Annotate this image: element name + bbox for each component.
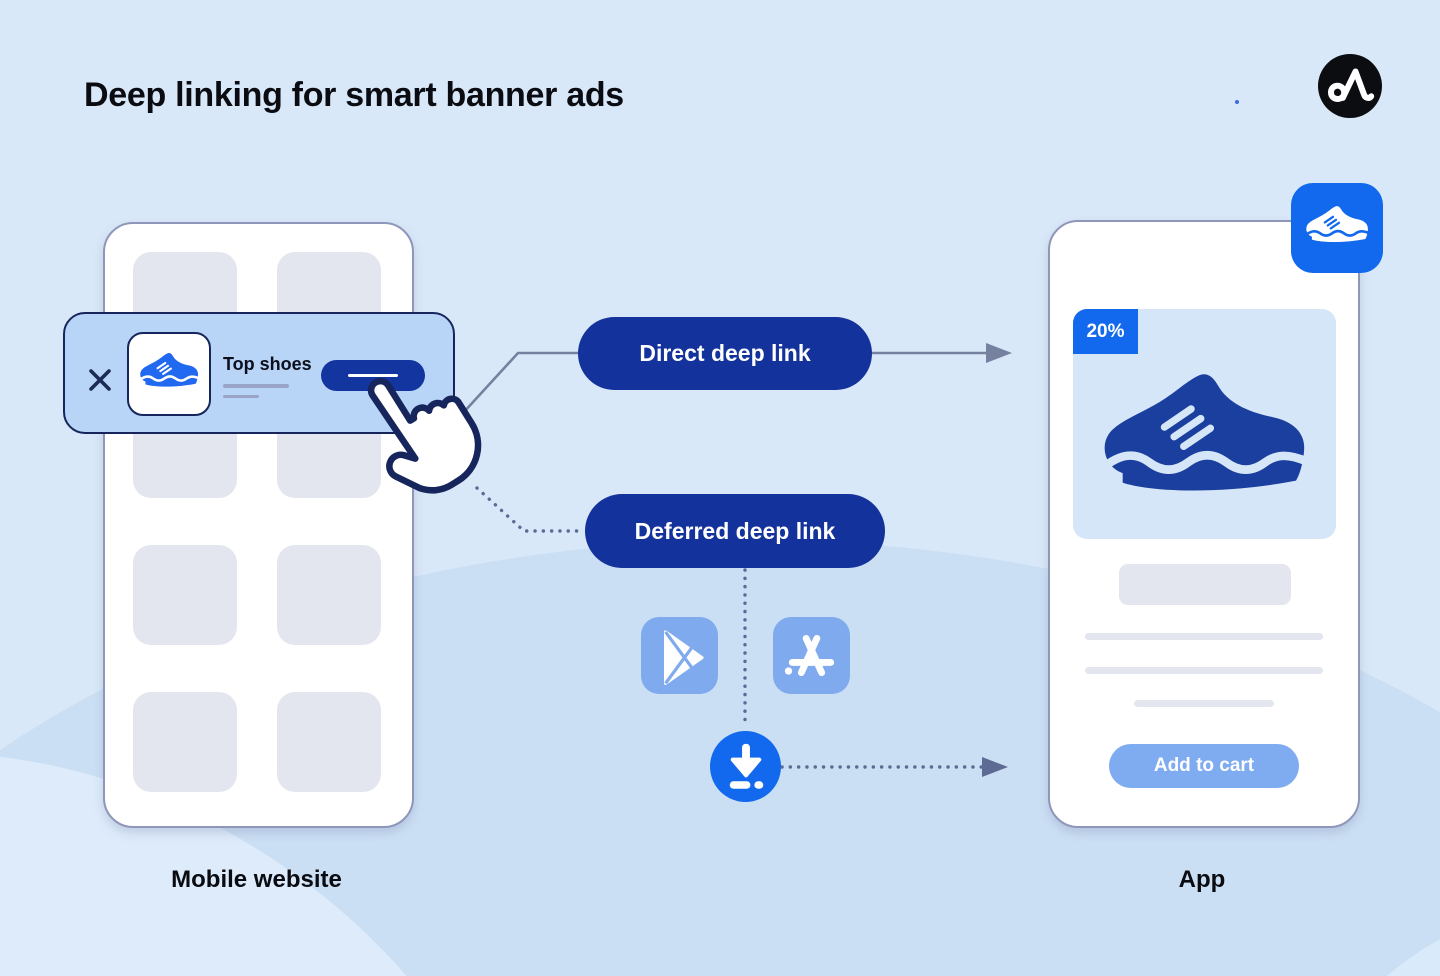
decorative-dot: [1235, 100, 1239, 104]
placeholder-text-line: [1134, 700, 1274, 707]
direct-deep-link-pill: Direct deep link: [578, 317, 872, 390]
app-phone: 20% Add to cart: [1048, 220, 1360, 828]
download-icon: [710, 731, 781, 802]
deferred-deep-link-pill: Deferred deep link: [585, 494, 885, 568]
placeholder-tile: [277, 692, 381, 792]
hand-cursor-icon: [367, 377, 482, 494]
caption-mobile-website: Mobile website: [171, 866, 342, 893]
product-card: 20%: [1073, 309, 1336, 539]
placeholder-text-line: [223, 384, 289, 388]
sneaker-icon: [1097, 364, 1311, 501]
close-icon[interactable]: [87, 367, 113, 393]
placeholder-tile: [133, 545, 237, 645]
banner-product-name: Top shoes: [223, 354, 312, 374]
discount-badge: 20%: [1073, 309, 1138, 354]
direct-deep-link-label: Direct deep link: [639, 340, 811, 366]
sneaker-icon: [138, 350, 200, 390]
add-to-cart-label: Add to cart: [1153, 755, 1255, 776]
banner-text-block: Top shoes: [223, 354, 312, 398]
banner-product-thumbnail: [127, 332, 211, 416]
page-title: Deep linking for smart banner ads: [84, 76, 624, 114]
placeholder-text-line: [1085, 633, 1323, 640]
sneaker-app-icon[interactable]: [1291, 183, 1383, 273]
placeholder-text-line: [223, 394, 259, 398]
placeholder-tile: [277, 545, 381, 645]
placeholder-block: [1119, 564, 1291, 605]
arrow-right-icon: [986, 343, 1012, 363]
app-store-icon[interactable]: [773, 617, 850, 694]
placeholder-tile: [133, 692, 237, 792]
cta-dash-icon: [348, 373, 398, 378]
deferred-deep-link-label: Deferred deep link: [634, 517, 836, 544]
adjust-logo-icon: [1318, 54, 1382, 118]
placeholder-text-line: [1085, 667, 1323, 674]
add-to-cart-button[interactable]: Add to cart: [1109, 744, 1299, 788]
caption-app: App: [1178, 866, 1226, 893]
banner-cta-button[interactable]: [321, 360, 425, 391]
google-play-icon[interactable]: [641, 617, 718, 694]
